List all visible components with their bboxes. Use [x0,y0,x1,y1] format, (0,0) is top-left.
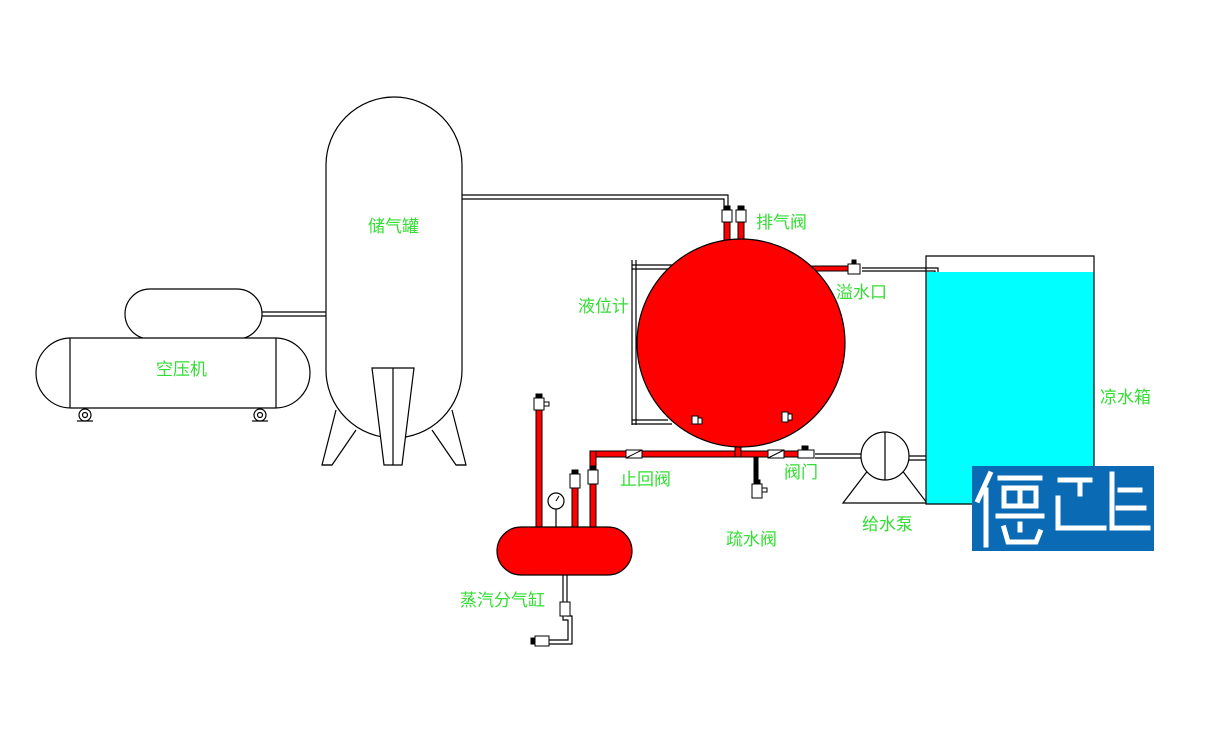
feed-pump-label: 给水泵 [862,515,913,535]
pump-pipes [815,453,862,459]
level-gauge [631,260,672,425]
riser-valve-icon [533,393,550,411]
feed-pump [841,431,929,504]
air-compressor [35,288,311,422]
overflow-valve-icon [847,259,861,275]
labels: 空压机 储气罐 排气阀 液位计 溢水口 凉水箱 止回阀 疏水阀 阀门 给水泵 蒸… [156,213,1151,611]
exhaust-valve-label: 排气阀 [756,213,807,233]
overflow-label: 溢水口 [836,283,887,303]
level-gauge-label: 液位计 [578,297,629,317]
exhaust-valve-icon [721,205,747,223]
cold-water-tank-label: 凉水箱 [1100,388,1151,408]
air-compressor-label: 空压机 [156,360,207,380]
air-tank-label: 储气罐 [368,217,419,237]
header-drain-valve-icon [530,601,571,647]
steam-boiler [636,238,846,448]
drain-valve-icon [751,479,768,499]
valves [530,205,861,647]
steam-header-label: 蒸汽分气缸 [460,590,545,611]
air-storage-tank [321,96,467,466]
valve-label: 阀门 [784,463,818,483]
check-valve-label: 止回阀 [620,470,671,490]
check-valve-icon [625,449,643,459]
cold-water-tank [925,255,1095,505]
company-logo-icon [972,466,1154,551]
header-valve-icon [569,465,599,489]
steam-header [496,492,633,645]
gate-valve-icon [767,445,815,459]
drain-valve-label: 疏水阀 [726,530,777,550]
